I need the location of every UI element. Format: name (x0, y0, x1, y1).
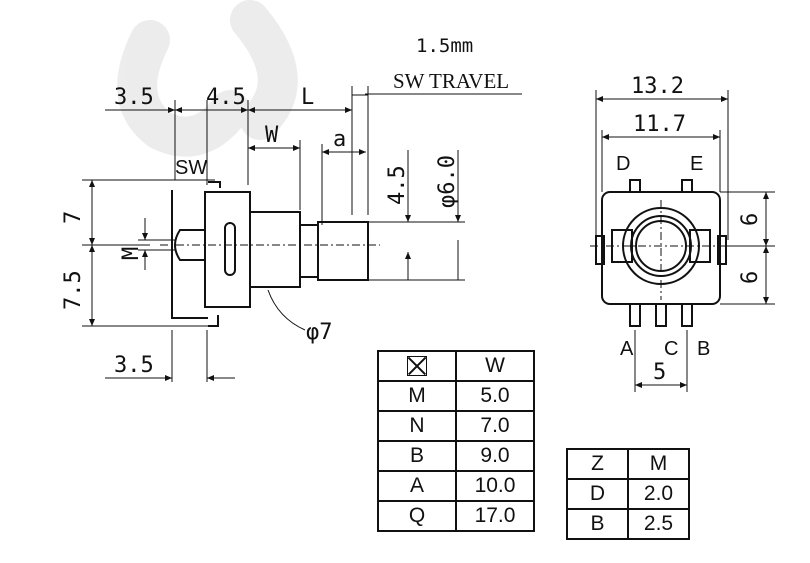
dim-7-5: 7.5 (61, 270, 86, 310)
table-cell: 2.5 (627, 508, 690, 540)
pin-D (629, 179, 641, 193)
side-view: 1.5mm SW TRAVEL 3.5 4.5 L W a SW 7 (61, 35, 522, 382)
detent-slot (224, 222, 236, 276)
dim-phi7: φ7 (306, 320, 333, 345)
dim-a: a (333, 127, 346, 152)
bottom-terminal (208, 315, 219, 327)
table-header-row: W (377, 350, 535, 382)
shaft (317, 221, 369, 281)
table-row: Q 17.0 (377, 500, 535, 532)
table-cell: 2.0 (627, 478, 690, 510)
phi7-leader (267, 289, 306, 331)
table-header-cell: Z (566, 448, 629, 480)
sw-travel-label: SW TRAVEL (393, 69, 509, 93)
bushing (249, 211, 301, 288)
table-header-cell: M (627, 448, 690, 480)
pin-E (681, 179, 693, 193)
dim-M: M (119, 247, 144, 260)
dim-6-upper: 6 (738, 213, 763, 226)
dim-6-lower: 6 (738, 271, 763, 284)
tab-left-inner (611, 229, 633, 263)
dim-W: W (265, 123, 279, 148)
z-spec-table: Z M D 2.0 B 2.5 (566, 448, 690, 540)
pin-E-label: E (690, 153, 703, 175)
table-cell: B (566, 508, 629, 540)
table-cell: N (377, 410, 457, 442)
front-nub (174, 229, 205, 261)
pin-C-label: C (664, 338, 678, 360)
dim-13-2: 13.2 (631, 74, 684, 99)
dim-11-7: 11.7 (633, 112, 686, 137)
pin-B-label: B (697, 338, 710, 360)
dim-phi6: φ6.0 (435, 155, 460, 208)
dim-5: 5 (653, 360, 666, 385)
table-cell: B (377, 440, 457, 472)
mounting-leg-outline (171, 190, 208, 319)
side-tab-right (717, 235, 727, 265)
crossed-box-icon (407, 356, 427, 377)
pin-A (629, 303, 641, 327)
front-view: 13.2 11.7 D E A C B 5 (590, 74, 775, 392)
travel-label: 1.5mm (416, 35, 473, 57)
table-cell: Q (377, 500, 457, 532)
shaft-collar (299, 224, 319, 278)
pin-A-label: A (620, 338, 634, 360)
dim-3-5-bottom: 3.5 (114, 353, 154, 378)
dim-7: 7 (61, 211, 86, 224)
table-row: D 2.0 (566, 478, 690, 510)
table-header-symbol (377, 350, 457, 382)
table-row: B 2.5 (566, 508, 690, 540)
sw-label: SW (175, 157, 207, 179)
table-cell: A (377, 470, 457, 502)
table-row: M 5.0 (377, 380, 535, 412)
dim-4-5-top: 4.5 (206, 85, 246, 110)
table-cell: M (377, 380, 457, 412)
table-cell: 17.0 (455, 500, 535, 532)
table-header-row: Z M (566, 448, 690, 480)
table-cell: 5.0 (455, 380, 535, 412)
table-row: N 7.0 (377, 410, 535, 442)
dim-4-5-shaft: 4.5 (385, 165, 410, 205)
table-cell: D (566, 478, 629, 510)
side-tab-left (595, 235, 605, 265)
table-header-cell: W (455, 350, 535, 382)
pin-C (655, 303, 667, 327)
dim-L: L (301, 85, 314, 110)
w-spec-table: W M 5.0 N 7.0 B 9.0 A 10.0 Q 17.0 (377, 350, 535, 532)
table-row: B 9.0 (377, 440, 535, 472)
table-row: A 10.0 (377, 470, 535, 502)
table-cell: 9.0 (455, 440, 535, 472)
table-cell: 10.0 (455, 470, 535, 502)
dim-3-5-top: 3.5 (114, 85, 154, 110)
pin-B (681, 303, 693, 327)
switch-body (204, 191, 251, 308)
table-cell: 7.0 (455, 410, 535, 442)
top-terminal (208, 181, 221, 188)
pin-D-label: D (616, 153, 630, 175)
